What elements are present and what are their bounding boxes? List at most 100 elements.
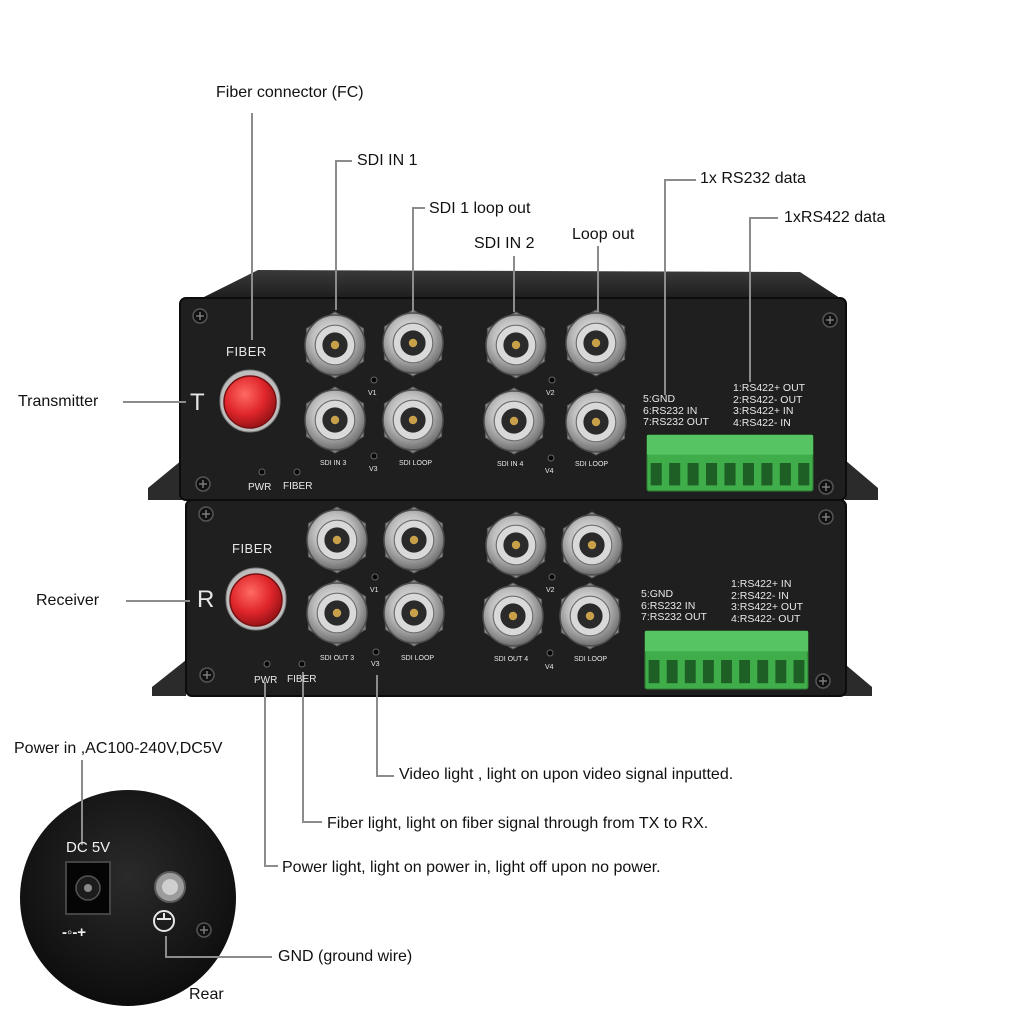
rx-terminal-block-slot-9 [793,660,805,684]
rx-fiber-cap [229,573,283,627]
tx-terminal-block-slot-9 [798,463,810,486]
rx-bnc-sdi-out-1-pin [332,535,342,545]
tx-bnc-sdi-in-1-pin [330,340,340,350]
tx-pwr-led-label: PWR [248,482,272,493]
rx-fiber-led [298,660,306,668]
sdi-in-2-label: SDI IN 2 [474,235,535,252]
tx-terminal-block-slot-6 [742,463,754,486]
rx-bnc-sdi-loop-2-pin [587,540,597,550]
rx-left-ear [152,660,186,696]
fiber-light-callout-line [302,672,322,823]
tx-terminal-block-slot-8 [779,463,791,486]
tx-bnc-sdi-loop-4-pin [591,417,601,427]
rx-pin-2: 2:RS422- IN [731,589,789,602]
rx-pin-1: 1:RS422+ IN [731,578,792,590]
rx-letter: R [197,586,215,613]
tx-terminal-block-slot-5 [724,463,736,486]
tx-v4-led [547,454,555,462]
loop-out-label: Loop out [572,226,635,243]
rear-polarity-symbol: -◦-+ [62,924,87,941]
tx-terminal-block-slot-4 [706,463,718,486]
tx-bnc-sdi-loop-2-pin [591,338,601,348]
tx-sdi-loop-label-1: SDI LOOP [399,460,433,467]
tx-left-ear [148,460,182,500]
rx-fiber-label: FIBER [232,541,273,556]
power-light-callout-line [264,682,278,867]
rx-right-ear [840,660,872,696]
rx-v3-label: V3 [371,661,380,668]
rx-terminal-block-top [645,631,808,652]
tx-bnc-sdi-in-2-pin [511,340,521,350]
rx-terminal-block-slot-8 [775,660,787,684]
rx-pin-6: 6:RS232 IN [641,599,696,612]
rx-pin-7: 7:RS232 OUT [641,611,707,623]
tx-terminal-block-top [647,435,813,455]
transmitter-label: Transmitter [18,393,99,410]
rx-pin-3: 3:RS422+ OUT [731,601,804,613]
tx-pin-list-left: 5:GND 6:RS232 IN 7:RS232 OUT [643,393,709,429]
rx-v4-led [546,649,554,657]
rx-terminal-block-slot-1 [648,660,660,684]
tx-right-ear [845,460,878,500]
rx-terminal-block-slot-4 [702,660,714,684]
tx-terminal-block-slot-1 [650,463,662,486]
tx-v2-led [548,376,556,384]
rx-v1-label: V1 [370,587,379,594]
ground-symbol-icon [153,910,175,932]
gnd-callout-line [165,936,272,958]
rx-fiber-led-label: FIBER [287,674,317,685]
tx-fiber-led [293,468,301,476]
tx-v3-led [370,452,378,460]
tx-sdi-loop-label-2: SDI LOOP [575,461,609,468]
sdi-in-1-label: SDI IN 1 [357,152,418,169]
video-light-label: Video light , light on upon video signal… [399,766,734,783]
tx-fiber-cap [223,375,277,429]
tx-v1-label: V1 [368,390,377,397]
rx-pin-4: 4:RS422- OUT [731,612,801,625]
rx-bnc-sdi-out-4-pin [508,611,518,621]
gnd-label: GND (ground wire) [278,948,413,965]
rx-pin-list-left: 5:GND 6:RS232 IN 7:RS232 OUT [641,588,707,624]
tx-bnc-sdi-loop-3-pin [408,415,418,425]
rx-bnc-sdi-loop-1-pin [409,535,419,545]
receiver-label: Receiver [36,592,100,609]
tx-v1-led [370,376,378,384]
rs232-label: 1x RS232 data [700,170,806,187]
tx-v3-label: V3 [369,466,378,473]
tx-terminal-block-slot-3 [687,463,699,486]
rx-bnc-sdi-loop-3-pin [409,608,419,618]
rx-v1-led [371,573,379,581]
rx-sdi-out-3-label: SDI OUT 3 [320,655,355,662]
rx-pin-5: 5:GND [641,588,674,600]
tx-bnc-sdi-in-4-pin [509,416,519,426]
sdi-in-1-callout-line [335,160,352,310]
tx-letter: T [190,389,205,416]
rx-terminal-block-slot-3 [684,660,696,684]
tx-pin-1: 1:RS422+ OUT [733,382,806,394]
rs422-callout-line [749,217,778,382]
rx-v2-led [548,573,556,581]
video-light-callout-line [376,675,394,777]
rx-pwr-led-label: PWR [254,675,278,686]
rx-terminal-block-slot-5 [721,660,732,684]
tx-pin-3: 3:RS422+ IN [733,405,794,417]
rx-pwr-led [263,660,271,668]
rs232-callout-line [664,179,696,395]
rx-bnc-sdi-out-3-pin [332,608,342,618]
rear-ground-screw-head [162,879,178,895]
fiber-connector-label: Fiber connector (FC) [216,84,364,101]
rear-inset [20,790,236,1006]
rx-bnc-sdi-loop-4-pin [585,611,595,621]
rx-sdi-out-4-label: SDI OUT 4 [494,656,529,663]
rx-v3-led [372,648,380,656]
rx-sdi-loop-label-2: SDI LOOP [574,656,608,663]
power-light-label: Power light, light on power in, light of… [282,859,661,876]
rear-label: Rear [189,986,224,1003]
rear-dc-label: DC 5V [66,839,111,856]
fiber-light-label: Fiber light, light on fiber signal throu… [327,815,709,832]
rx-sdi-loop-label-1: SDI LOOP [401,655,435,662]
tx-top-cover [198,270,846,302]
tx-bnc-sdi-loop-1-pin [408,338,418,348]
